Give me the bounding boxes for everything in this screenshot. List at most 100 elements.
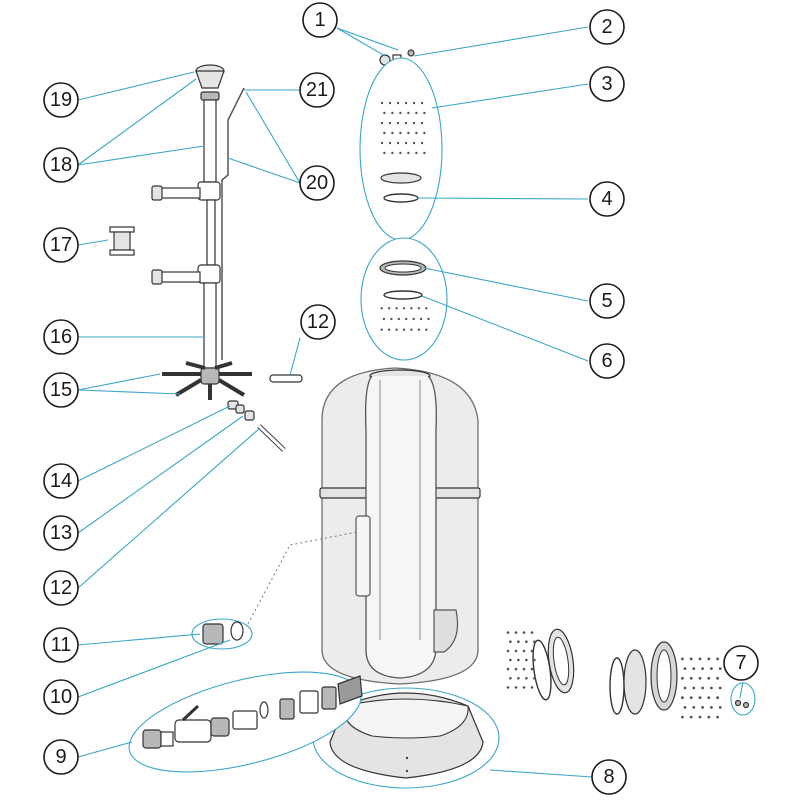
bolt-dot xyxy=(716,696,719,700)
bolt-dot xyxy=(689,715,693,719)
bolt-dot xyxy=(692,667,696,670)
svg-text:7: 7 xyxy=(735,652,746,674)
bolt-dot xyxy=(710,706,713,709)
bolt-dot xyxy=(391,111,394,115)
bolt-dot xyxy=(395,328,398,331)
callout-10: 10 xyxy=(43,679,79,715)
bolt-dot xyxy=(525,658,528,662)
callout-7: 7 xyxy=(723,645,759,681)
flange-ring-set xyxy=(360,237,448,361)
bolt-dot xyxy=(425,307,428,310)
callout-19: 19 xyxy=(43,82,79,118)
callout-12-lower: 12 xyxy=(43,570,79,606)
bolt-dot xyxy=(525,640,528,643)
bolt-dot xyxy=(698,657,702,661)
bolt-dot xyxy=(681,657,684,661)
union-fitting xyxy=(191,618,253,650)
bolt-dot xyxy=(698,696,702,700)
bolt-dot xyxy=(383,131,386,135)
callout-8: 8 xyxy=(591,759,627,795)
lateral-assembly xyxy=(151,64,252,400)
bolt-dot xyxy=(716,676,719,680)
bolt-dot xyxy=(396,121,400,125)
bolt-dot xyxy=(388,141,392,145)
bolt-dot xyxy=(514,631,518,634)
bolt-dot xyxy=(509,658,512,662)
bolt-dot xyxy=(718,686,722,690)
bolt-dot xyxy=(380,328,383,331)
valve-assembly xyxy=(128,671,363,773)
bolt-dot xyxy=(380,141,384,145)
svg-text:21: 21 xyxy=(306,79,328,101)
spacer-clip xyxy=(109,226,135,256)
bolt-dot xyxy=(716,715,719,719)
bolt-dot xyxy=(506,631,510,634)
svg-text:8: 8 xyxy=(603,766,614,788)
svg-text:17: 17 xyxy=(50,234,72,256)
callout-20: 20 xyxy=(299,165,335,201)
bolt-dot xyxy=(399,131,402,135)
bolt-dot xyxy=(388,121,392,125)
bolt-dot xyxy=(391,131,394,135)
svg-text:18: 18 xyxy=(50,154,72,176)
bolt-dot xyxy=(399,111,402,115)
bolt-dot xyxy=(412,317,415,321)
tank-base xyxy=(312,687,500,789)
svg-text:13: 13 xyxy=(50,522,72,544)
bolt-dot xyxy=(517,658,520,662)
bolt-dot xyxy=(689,657,693,661)
callout-15: 15 xyxy=(43,372,79,408)
bolt-dot xyxy=(514,667,518,671)
bolt-dot xyxy=(407,151,410,155)
callout-1: 1 xyxy=(302,2,338,38)
callout-3: 3 xyxy=(589,66,625,102)
svg-text:15: 15 xyxy=(50,379,72,401)
bolt-dot xyxy=(388,101,392,105)
bolt-dot xyxy=(506,649,510,653)
bolt-dot xyxy=(698,676,702,680)
callout-21: 21 xyxy=(299,72,335,108)
lateral-connectors xyxy=(227,400,286,452)
bolt-dot xyxy=(701,686,704,690)
bolt-dot xyxy=(517,677,520,680)
bolt-dot xyxy=(383,151,386,155)
callout-2: 2 xyxy=(589,9,625,45)
bolt-dot xyxy=(530,667,534,671)
bolt-dot xyxy=(681,676,684,680)
manhole-assembly-right xyxy=(609,641,722,719)
bolt-dot xyxy=(692,706,696,709)
bolt-dot xyxy=(681,715,684,719)
bolt-dot xyxy=(514,686,518,689)
bolt-dot xyxy=(533,640,536,643)
svg-text:11: 11 xyxy=(51,634,72,656)
bolt-dot xyxy=(387,307,391,310)
bolt-dot xyxy=(533,677,536,680)
manhole-assembly xyxy=(506,628,575,701)
callout-11: 11 xyxy=(43,627,79,663)
bolt-dot xyxy=(410,328,413,331)
bolt-dot xyxy=(710,686,713,690)
bolt-dot xyxy=(710,667,713,670)
bolt-dot xyxy=(380,121,384,125)
bolt-dot xyxy=(530,631,534,634)
bolt-dot xyxy=(412,141,416,145)
callout-12-upper: 12 xyxy=(300,304,336,340)
bolt-dot xyxy=(530,686,534,689)
svg-text:12: 12 xyxy=(307,311,329,333)
bolt-dot xyxy=(402,328,406,331)
bolt-dot xyxy=(405,317,408,321)
bolt-dot xyxy=(380,307,383,310)
svg-text:2: 2 xyxy=(601,16,612,38)
bolt-dot xyxy=(396,101,400,105)
bolt-dot xyxy=(425,328,428,331)
bolt-dot xyxy=(407,131,410,135)
bolt-dot xyxy=(514,649,518,653)
callout-17: 17 xyxy=(43,227,79,263)
bolt-dot xyxy=(427,317,430,321)
bolt-dot xyxy=(397,317,400,321)
bolt-dot xyxy=(380,101,384,105)
bolt-dot xyxy=(683,667,687,670)
bolt-dot xyxy=(390,317,393,321)
bolt-dot xyxy=(707,676,711,680)
bolt-dot xyxy=(420,121,424,125)
